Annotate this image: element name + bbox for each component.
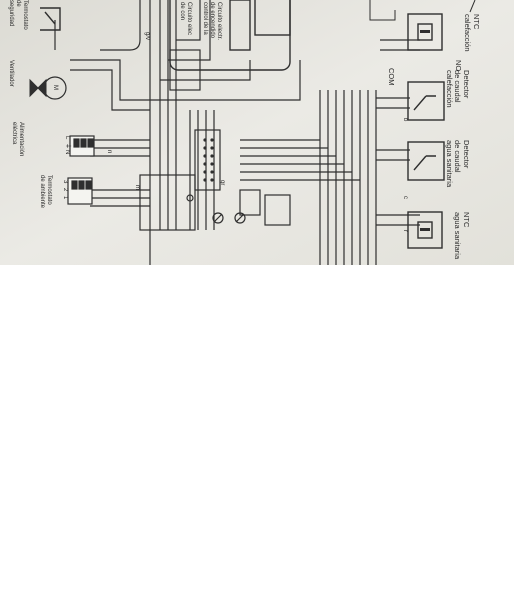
wire-code-gr: gr xyxy=(219,180,225,186)
alimentacion-label: Alimentación eléctrica xyxy=(11,122,24,157)
wire-code-r: r xyxy=(402,230,408,232)
detector-calefaccion-label: Detector de caudal calefacción xyxy=(445,70,471,108)
wiring-diagram-drawing xyxy=(0,0,514,265)
wire-code-n: n xyxy=(106,150,112,154)
circuito-label: Circuito electr. de encendido control de… xyxy=(202,2,222,41)
blank-area xyxy=(0,265,514,600)
terminal-n: N xyxy=(64,150,70,155)
wire-code-gv: g/v xyxy=(144,32,150,41)
motor-label: M xyxy=(52,85,58,90)
wire-code-c: c xyxy=(402,196,408,199)
ntc-sanitaria-label: NTC agua sanitaria xyxy=(453,212,472,260)
termostato-ambiente-label: Termostato de ambiente xyxy=(39,175,52,209)
detector-sanitaria-label: Detector de caudal agua sanitaria xyxy=(445,140,471,188)
circuito-small-label: Circuito elec de con xyxy=(179,2,192,36)
ventilador-label: Ventilador xyxy=(8,60,14,87)
terminal-2: 2 xyxy=(62,188,68,192)
terminal-earth: ⏚ xyxy=(64,143,70,150)
termostato-seguridad-label: Termostato de seguridad xyxy=(8,0,28,30)
ntc-calefaccion-label: NTC calefacción xyxy=(463,14,482,52)
terminal-3: 3 xyxy=(62,180,68,184)
com-label: COM xyxy=(387,68,396,86)
terminal-1: 1 xyxy=(62,196,68,200)
wire-code-b: b xyxy=(402,118,408,122)
terminal-l: L xyxy=(64,136,70,140)
wiring-diagram-photo: NTC agua sanitaria Detector de caudal ag… xyxy=(0,0,514,265)
wire-code-m: m xyxy=(134,185,140,190)
no-label: NO xyxy=(454,60,463,72)
